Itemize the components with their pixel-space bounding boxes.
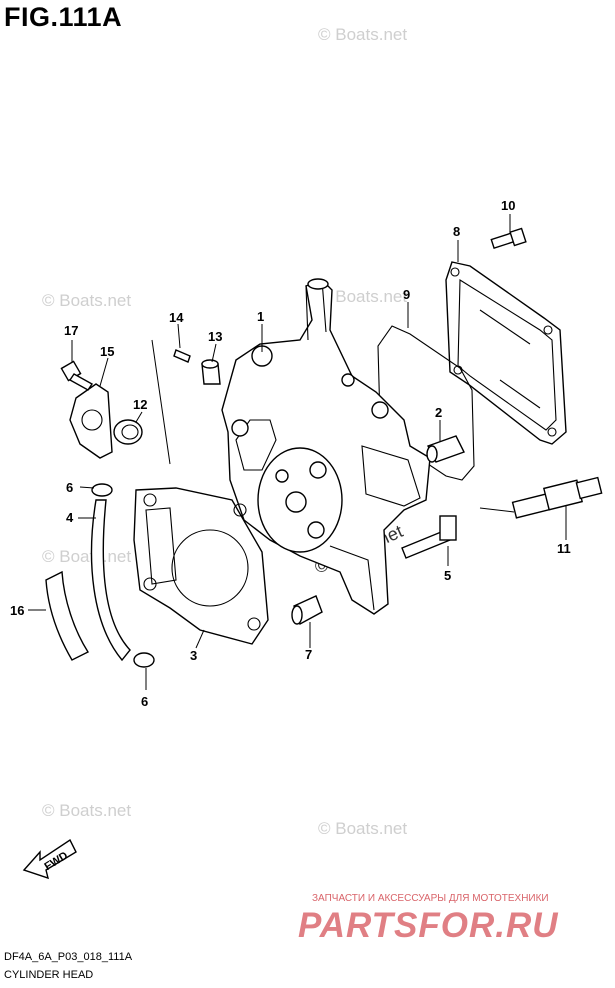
part-head-gasket <box>133 487 269 645</box>
brand-logo: PARTSFOR.RU <box>298 906 559 945</box>
watermark-text: © Boats.net <box>318 819 407 838</box>
callout-2: 2 <box>435 405 442 420</box>
leader-lines <box>28 214 567 690</box>
callout-4: 4 <box>66 510 74 525</box>
watermark-text: © Boats.net <box>318 287 407 306</box>
callout-6a: 6 <box>66 480 73 495</box>
callout-16: 16 <box>10 603 24 618</box>
part-thermostat-cover <box>69 383 113 459</box>
callout-15: 15 <box>100 344 114 359</box>
part-cylinder-head <box>221 278 431 615</box>
callout-6b: 6 <box>141 694 148 709</box>
part-dowel-7 <box>291 595 323 626</box>
part-bushing-13 <box>201 359 221 385</box>
part-cylinder-head-cover <box>445 261 567 445</box>
part-clip-6a <box>91 483 113 497</box>
bracket-line <box>151 339 171 465</box>
callout-1: 1 <box>257 309 264 324</box>
part-thermostat <box>113 419 143 445</box>
watermark-text: © Boats.net <box>42 291 131 310</box>
part-bolt-17 <box>60 360 94 391</box>
part-dowel-pin-2 <box>426 435 465 463</box>
callout-13: 13 <box>208 329 222 344</box>
watermark-text: © Boats.net <box>42 547 131 566</box>
callout-5: 5 <box>444 568 451 583</box>
part-clip-6b <box>133 652 155 668</box>
part-bolt-10 <box>490 227 527 250</box>
brand-tagline: ЗАПЧАСТИ И АКСЕССУАРЫ ДЛЯ МОТОТЕХНИКИ <box>312 893 549 904</box>
watermark-text: © Boats.net <box>42 801 131 820</box>
part-hose-4 <box>90 499 131 662</box>
forward-arrow: FWD <box>22 838 77 880</box>
callout-17: 17 <box>64 323 78 338</box>
figure-name: CYLINDER HEAD <box>4 969 94 981</box>
callout-12: 12 <box>133 397 147 412</box>
callout-labels: 1 2 3 4 5 6 6 7 8 9 10 11 12 13 14 15 16… <box>10 198 571 709</box>
callout-14: 14 <box>169 310 184 325</box>
part-screw-14 <box>173 349 191 363</box>
figure-title: FIG.111A <box>4 2 123 32</box>
callout-7: 7 <box>305 647 312 662</box>
callout-10: 10 <box>501 198 515 213</box>
part-hose-16 <box>45 570 90 661</box>
callout-9: 9 <box>403 287 410 302</box>
callout-3: 3 <box>190 648 197 663</box>
callout-8: 8 <box>453 224 460 239</box>
callout-11: 11 <box>557 541 571 556</box>
bracket-line <box>479 507 515 513</box>
part-bolt-5 <box>401 515 457 559</box>
watermark-text: © Boats.net <box>318 25 407 44</box>
figure-code: DF4A_6A_P03_018_111A <box>4 951 133 963</box>
part-spark-plug <box>511 476 603 519</box>
